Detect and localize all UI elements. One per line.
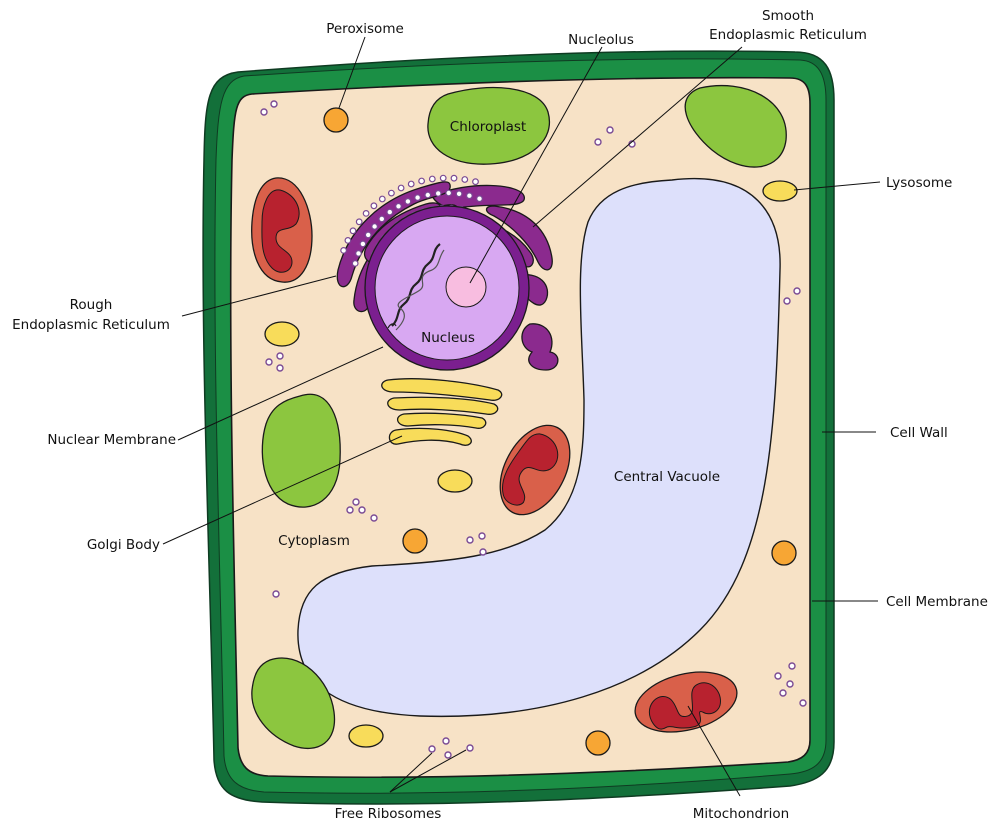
label-mitochondrion: Mitochondrion [693,806,789,822]
peroxisome-3 [772,541,796,565]
rough-er-ribosome-dot [341,248,347,254]
rough-er-ribosome-dot [371,203,377,209]
ribosome-dot [595,139,601,145]
ribosome-dot [429,746,435,752]
ribosome-dot [789,663,795,669]
rough-er-ribosome-dot [415,195,421,201]
chloroplast-left [262,394,340,507]
rough-er-ribosome-dot [451,175,457,181]
label-golgi-body: Golgi Body [87,537,160,553]
ribosome-dot [277,353,283,359]
ribosome-dot [480,549,486,555]
label-cell-wall: Cell Wall [890,425,948,441]
lysosome-1 [763,181,797,201]
rough-er-ribosome-dot [372,224,378,230]
rough-er-ribosome-dot [360,241,366,247]
label-rough-er-line2: Endoplasmic Reticulum [12,317,170,333]
lysosome-2 [265,322,299,346]
rough-er-ribosome-dot [389,190,395,196]
ribosome-dot [359,507,365,513]
ribosome-dot [271,101,277,107]
ribosome-dot [261,109,267,115]
label-nucleus: Nucleus [421,330,475,346]
ribosome-dot [780,690,786,696]
ribosome-dot [467,537,473,543]
rough-er-ribosome-dot [462,177,468,183]
rough-er-ribosome-dot [419,178,425,184]
rough-er-ribosome-dot [363,211,369,217]
label-peroxisome: Peroxisome [326,21,404,37]
rough-er-ribosome-dot [356,219,362,225]
label-chloroplast: Chloroplast [450,119,526,135]
rough-er-ribosome-dot [446,190,452,196]
ribosome-dot [353,499,359,505]
rough-er-ribosome-dot [379,216,385,222]
label-smooth-er-line2: Endoplasmic Reticulum [709,27,867,43]
ribosome-dot [794,288,800,294]
ribosome-dot [784,298,790,304]
lysosome-3 [438,470,472,492]
rough-er-ribosome-dot [440,175,446,181]
rough-er-ribosome-dot [473,179,479,185]
rough-er-ribosome-dot [356,251,362,257]
rough-er-ribosome-dot [430,176,436,182]
peroxisome-2 [403,529,427,553]
rough-er-ribosome-dot [408,181,414,187]
label-rough-er-line1: Rough [70,297,113,313]
ribosome-dot [443,738,449,744]
rough-er-ribosome-dot [350,228,356,234]
ribosome-dot [347,507,353,513]
ribosome-dot [445,752,451,758]
rough-er-ribosome-dot [435,191,441,197]
label-central-vacuole: Central Vacuole [614,469,720,485]
label-lysosome: Lysosome [886,175,952,191]
label-smooth-er-line1: Smooth [762,8,814,24]
rough-er-ribosome-dot [405,199,411,205]
label-cytoplasm: Cytoplasm [278,533,350,549]
label-nuclear-membrane: Nuclear Membrane [47,432,176,448]
rough-er-ribosome-dot [425,192,431,198]
rough-er-ribosome-dot [477,196,483,202]
rough-er-ribosome-dot [467,193,473,199]
ribosome-dot [266,359,272,365]
peroxisome-4 [586,731,610,755]
ribosome-dot [273,591,279,597]
label-free-ribosomes: Free Ribosomes [335,806,442,822]
rough-er-ribosome-dot [398,185,404,191]
ribosome-dot [371,515,377,521]
ribosome-dot [607,127,613,133]
rough-er-ribosome-dot [396,204,402,210]
ribosome-dot [277,365,283,371]
nucleolus [446,267,486,307]
label-cell-membrane: Cell Membrane [886,594,988,610]
rough-er-ribosome-dot [380,196,386,202]
rough-er-ribosome-dot [352,261,358,267]
rough-er-ribosome-dot [365,232,371,238]
lysosome-4 [349,725,383,747]
rough-er-ribosome-dot [387,209,393,215]
label-nucleolus: Nucleolus [568,32,634,48]
ribosome-dot [467,745,473,751]
rough-er-ribosome-dot [456,191,462,197]
rough-er-ribosome-dot [345,238,351,244]
ribosome-dot [800,700,806,706]
peroxisome-1 [324,108,348,132]
ribosome-dot [787,681,793,687]
ribosome-dot [775,673,781,679]
ribosome-dot [479,533,485,539]
